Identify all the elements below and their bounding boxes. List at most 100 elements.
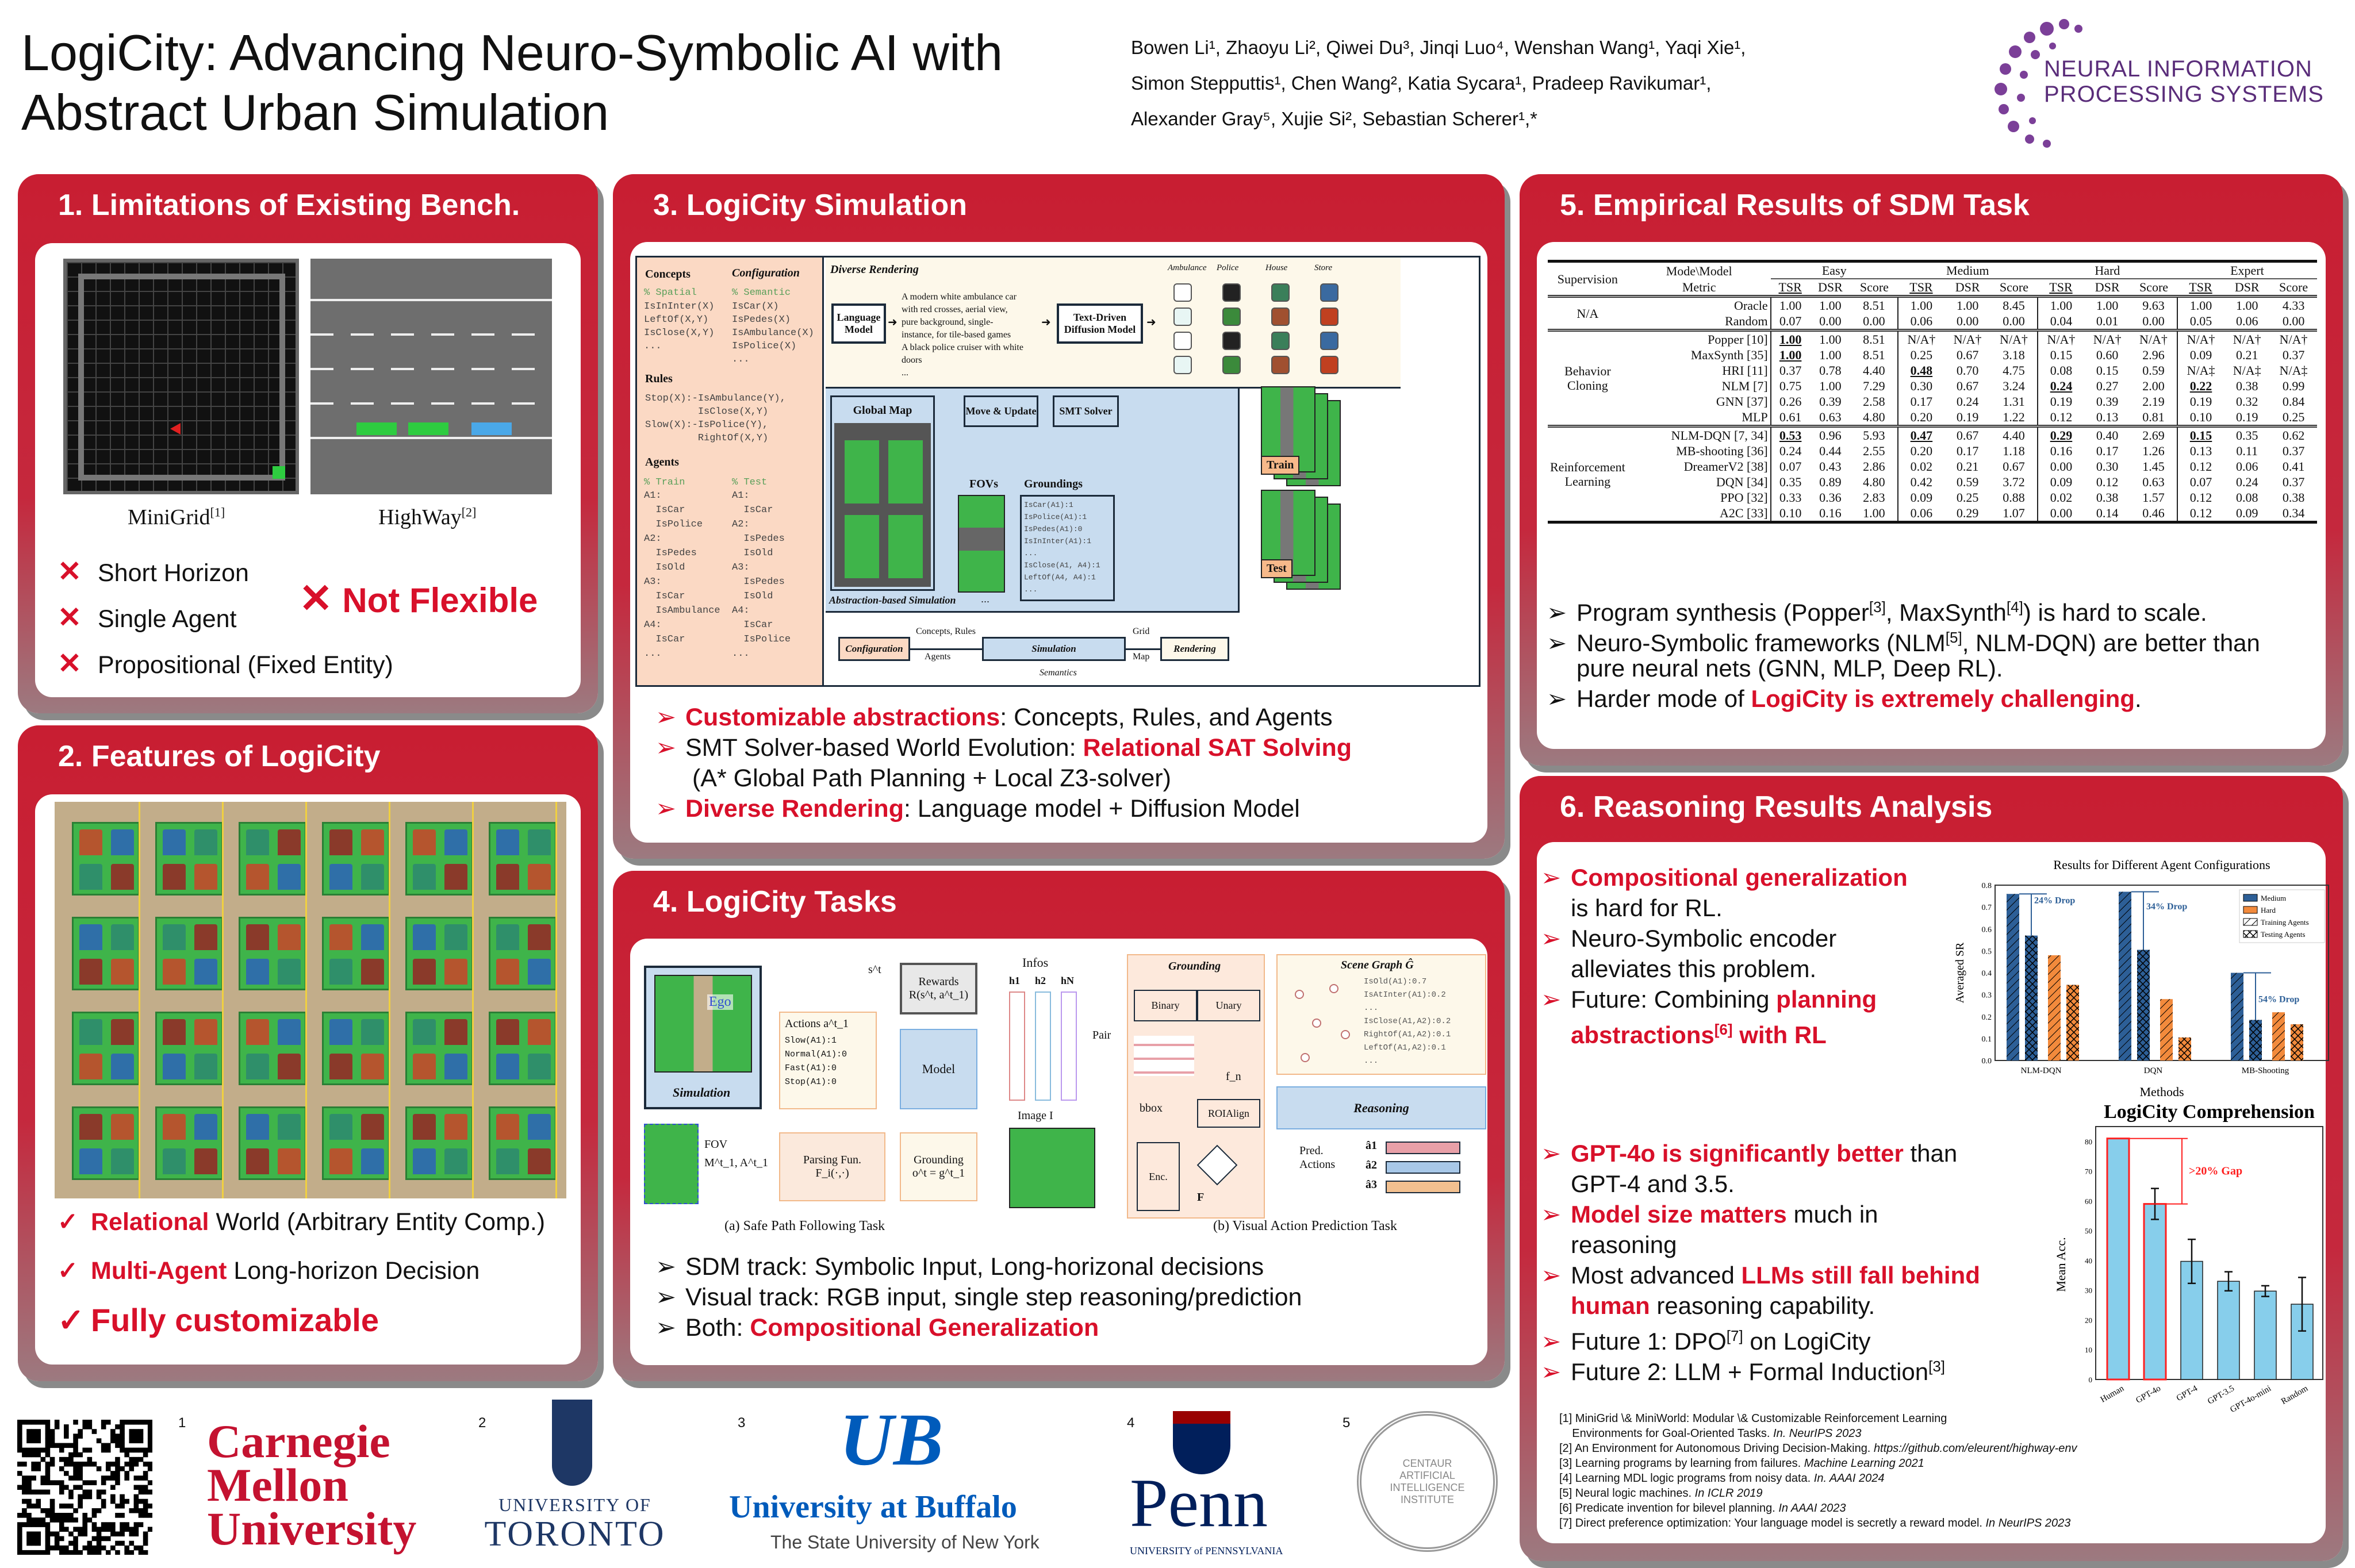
house-asset-icon — [1271, 283, 1290, 302]
bullet-item: ➢SMT Solver-based World Evolution: Relat… — [655, 733, 1352, 763]
qr-module — [26, 1447, 32, 1453]
table-cell: 0.39 — [1819, 394, 1842, 409]
qr-module — [87, 1540, 93, 1546]
qr-module — [115, 1456, 120, 1462]
qr-module — [17, 1531, 22, 1537]
unary-box: Unary — [1197, 990, 1260, 1021]
qr-module — [147, 1513, 153, 1518]
qr-module — [143, 1452, 148, 1458]
prompt-text: ... — [902, 368, 908, 378]
house-icon — [163, 924, 186, 950]
qr-module — [73, 1471, 78, 1476]
title-line-1: LogiCity: Advancing Neuro-Symbolic AI wi… — [21, 24, 1003, 81]
qr-module — [101, 1522, 106, 1527]
table-cell: N/A‡ — [2176, 363, 2224, 378]
table-cell: 1.00 — [1770, 330, 1810, 347]
qr-module — [36, 1517, 41, 1523]
grounding-item: ... — [1024, 549, 1038, 558]
table-cell: 1.00 — [1897, 296, 1945, 313]
qr-module — [73, 1485, 78, 1490]
table-cell: 0.25 — [1956, 490, 1979, 505]
qr-module — [17, 1545, 22, 1551]
qr-module — [31, 1522, 36, 1527]
qr-module — [22, 1447, 27, 1453]
house-icon — [163, 864, 186, 890]
qr-module — [17, 1485, 22, 1490]
qr-module — [40, 1550, 46, 1555]
reference-title: Environments for Goal-Oriented Tasks. — [1559, 1427, 1774, 1440]
diagram-text: IsPedes — [732, 533, 785, 544]
qr-module — [115, 1531, 120, 1537]
scene-graph-item: IsOld(A1):0.7 — [1364, 977, 1427, 986]
bullet-text: Compositional Generalization — [750, 1314, 1099, 1342]
qr-module — [82, 1522, 88, 1527]
qr-module — [59, 1522, 64, 1527]
qr-module — [36, 1498, 41, 1504]
bullet-text: ) is hard to scale. — [2023, 599, 2207, 626]
qr-module — [120, 1503, 125, 1509]
table-cell: 0.67 — [1956, 428, 1979, 443]
x-tick-label: NLM-DQN — [2021, 1066, 2062, 1075]
bar-pattern — [2137, 950, 2150, 1060]
qr-module — [68, 1456, 74, 1462]
qr-module — [59, 1503, 64, 1509]
feature-text: Multi-Agent — [91, 1257, 227, 1285]
bar — [2217, 1281, 2240, 1380]
diagram-text: LeftOf(X,Y) — [644, 314, 709, 325]
bullet-text: on LogiCity — [1743, 1328, 1871, 1355]
abstraction-simulation-label: Abstraction-based Simulation — [829, 594, 956, 606]
poster-title: LogiCity: Advancing Neuro-Symbolic AI wi… — [21, 23, 1003, 143]
qr-module — [96, 1550, 102, 1555]
model-name: Popper [10] — [1708, 332, 1768, 347]
table-cell: 0.22 — [2176, 378, 2224, 394]
diagram-text: A4: — [644, 620, 662, 631]
qr-module — [115, 1475, 120, 1481]
qr-module — [82, 1461, 88, 1467]
bullet-item: ➢Future 1: DPO[7] on LogiCity — [1541, 1321, 1870, 1356]
reference-item: [1] MiniGrid \& MiniWorld: Modular \& Cu… — [1559, 1411, 2134, 1426]
agent-config-chart: Results for Different Agent Configuratio… — [1954, 858, 2329, 1099]
table-cell: 1.31 — [2003, 394, 2025, 409]
qr-module — [26, 1475, 32, 1481]
qr-module — [143, 1508, 148, 1513]
qr-module — [26, 1531, 32, 1537]
info-column-label: h2 — [1035, 975, 1046, 986]
diagram-text: IsCar — [732, 505, 773, 516]
qr-module — [115, 1466, 120, 1471]
flow-arrow — [910, 648, 982, 650]
house-icon — [246, 829, 269, 855]
house-icon — [496, 829, 519, 855]
qr-module — [78, 1475, 83, 1481]
qr-module — [101, 1475, 106, 1481]
y-tick-label: 0.1 — [1982, 1035, 1992, 1044]
table-cell: N/A† — [2233, 332, 2261, 347]
y-tick-label: 50 — [2085, 1227, 2092, 1235]
table-cell: N/A† — [1953, 332, 1982, 347]
qr-module — [101, 1443, 106, 1448]
table-cell: 0.44 — [1819, 444, 1842, 458]
qr-module — [73, 1536, 78, 1542]
table-cell: 2.19 — [2142, 394, 2165, 409]
qr-code[interactable] — [17, 1420, 153, 1555]
model-name: MB-shooting [36] — [1676, 444, 1768, 458]
qr-module — [129, 1531, 135, 1537]
police-asset-icon — [1222, 332, 1241, 350]
ub-logo: University at Buffalo — [729, 1489, 1017, 1525]
table-cell: 8.51 — [1863, 348, 1885, 362]
qr-module — [49, 1498, 55, 1504]
police-asset-icon — [1222, 283, 1241, 302]
house-icon — [194, 959, 217, 985]
table-cell: 0.33 — [1770, 490, 1810, 505]
rendering-box: Rendering — [1160, 637, 1229, 661]
table-cell: 4.40 — [1863, 363, 1885, 378]
qr-module — [87, 1545, 93, 1551]
qr-module — [138, 1550, 144, 1555]
qr-module — [147, 1447, 153, 1453]
qr-module — [87, 1494, 93, 1500]
qr-module — [110, 1475, 116, 1481]
bullet-text: abstractions — [1571, 1021, 1715, 1048]
grounding-item: IsPolice(A1):1 — [1024, 513, 1087, 521]
qr-module — [26, 1438, 32, 1444]
